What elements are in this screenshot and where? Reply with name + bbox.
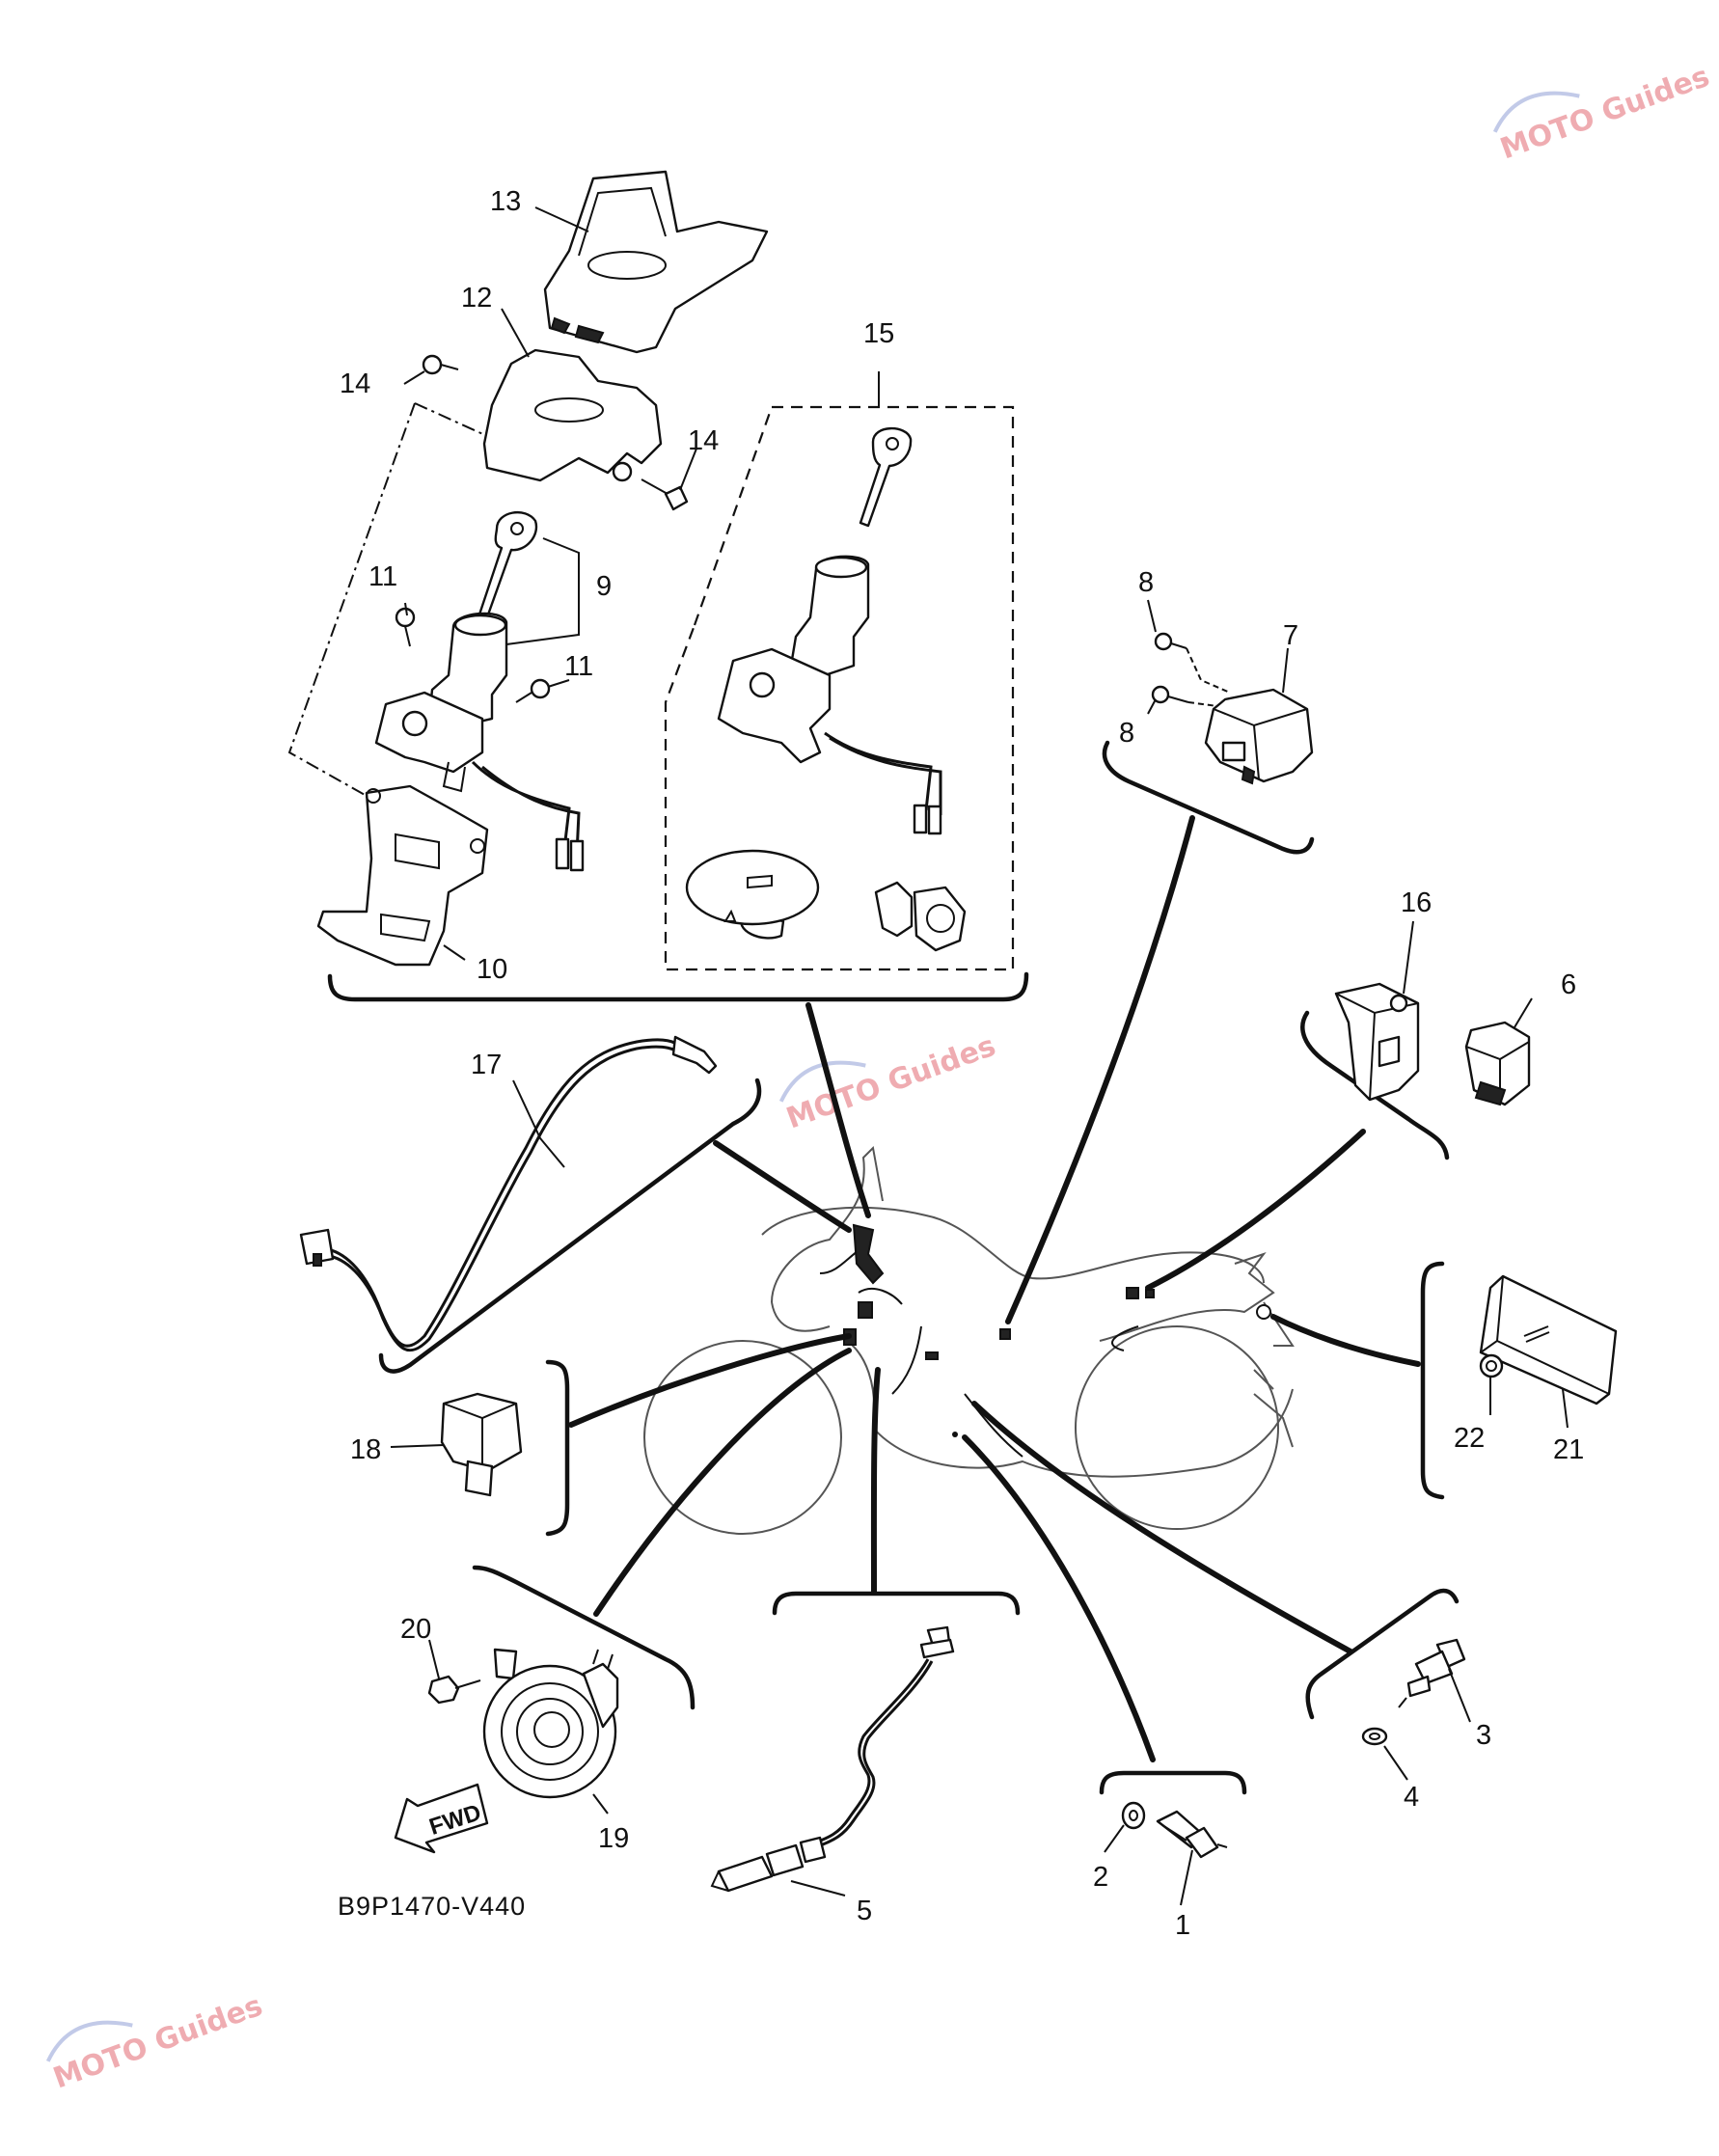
- nut-22-part: [1479, 1353, 1504, 1378]
- callout-17: 15: [863, 318, 894, 349]
- callout-2: 2: [1093, 1862, 1108, 1893]
- ignition-switch-group: [287, 170, 1029, 1002]
- callout-8-bottom: 8: [1119, 718, 1134, 749]
- callout-22: 22: [1454, 1423, 1485, 1454]
- sensor-5-part: [710, 1625, 955, 1893]
- leader-lines: [390, 206, 1569, 1906]
- diagram-reference-code: B9P1470-V440: [338, 1892, 526, 1921]
- callout-11-right: 11: [564, 651, 593, 682]
- callout-19: 19: [598, 1823, 629, 1854]
- callouts: 13 12 14 14 9 11 11 10 15 8 7 8 16 6 17 …: [340, 186, 1584, 1941]
- callout-1: 1: [1175, 1910, 1190, 1941]
- callout-16: 18: [350, 1434, 381, 1465]
- callout-9: 9: [596, 571, 612, 602]
- connection-lines: [568, 815, 1421, 1762]
- horn-19-part: [482, 1648, 619, 1799]
- sensor-cable-group: [299, 1035, 762, 1374]
- switch-cover-part: [482, 348, 663, 482]
- group-bracket: [1102, 740, 1315, 855]
- sensor-3-part: [1398, 1638, 1466, 1708]
- group-bracket: [378, 1078, 762, 1374]
- group-bracket: [327, 971, 1029, 1002]
- group-bracket: [1300, 1010, 1450, 1160]
- main-switch-cover-part: [543, 170, 769, 354]
- screw-11-left: [395, 607, 416, 647]
- relay-7-part: [1204, 688, 1314, 785]
- callout-21: 21: [1553, 1434, 1584, 1465]
- screw-8-bottom: [1151, 685, 1218, 707]
- screw-8-top: [1154, 632, 1231, 694]
- group-bracket: [772, 1591, 1021, 1616]
- relay-6-part: [1464, 1021, 1531, 1106]
- callout-12: 12: [461, 283, 492, 314]
- lock-set-box: [664, 405, 1015, 971]
- turn-relay-group: [1300, 982, 1531, 1160]
- seat-lock-part: [874, 881, 967, 952]
- fuel-cap-part: [685, 849, 820, 940]
- group-bracket: [1305, 1588, 1460, 1720]
- o2-sensor-group: [710, 1591, 1021, 1893]
- screw-14-right: [641, 478, 689, 511]
- reflector-21-part: [1479, 1274, 1618, 1405]
- washer-4-part: [1361, 1727, 1388, 1746]
- switch-1-part: [1156, 1810, 1228, 1859]
- callout-11-left: 11: [368, 561, 397, 592]
- callout-13: 13: [490, 186, 521, 217]
- watermark-top-right: MOTO Guides: [1492, 60, 1714, 167]
- watermark-text: MOTO Guides: [1496, 60, 1714, 167]
- callout-7: 7: [1283, 620, 1298, 651]
- relay-group: [1102, 632, 1315, 855]
- group-bracket: [472, 1565, 696, 1710]
- group-bracket: [1099, 1770, 1247, 1795]
- sensor-lead-15-part: [299, 1035, 718, 1352]
- handlebar-bracket-part: [316, 784, 489, 967]
- callout-20: 20: [400, 1614, 431, 1645]
- group-bracket: [545, 1359, 570, 1537]
- callout-18: 16: [1401, 887, 1432, 918]
- screw-14-left: [422, 354, 459, 375]
- callout-8-top: 8: [1138, 567, 1154, 598]
- ignition-cylinder-part: [374, 612, 585, 872]
- callout-14-right: 14: [688, 425, 719, 456]
- watermark-text: MOTO Guides: [782, 1029, 1000, 1136]
- watermark-text: MOTO Guides: [49, 1989, 267, 2096]
- bolt-20-part: [427, 1675, 481, 1705]
- reflector-group: [1420, 1261, 1618, 1500]
- callout-4: 4: [1404, 1782, 1419, 1813]
- callout-3: 3: [1476, 1720, 1491, 1751]
- starter-relay-group: [440, 1359, 570, 1537]
- screw-11-right: [515, 678, 551, 703]
- group-bracket: [1420, 1261, 1445, 1500]
- starter-relay-16-part: [440, 1392, 523, 1497]
- watermark-bottom-left: MOTO Guides: [45, 1989, 267, 2096]
- horn-group: [427, 1565, 696, 1799]
- watermark-center: MOTO Guides: [778, 1029, 1000, 1136]
- gasket-2-part: [1121, 1801, 1146, 1830]
- callout-5: 5: [857, 1896, 872, 1926]
- callout-14-left: 14: [340, 368, 370, 399]
- key-17-part: [859, 426, 913, 528]
- neutral-switch-group: [1099, 1770, 1247, 1859]
- fwd-arrow: FWD: [394, 1783, 489, 1854]
- temp-sensor-group: [1305, 1588, 1466, 1746]
- callout-6: 6: [1561, 969, 1576, 1000]
- flasher-relay-18-part: [1334, 982, 1420, 1102]
- lock-cylinder-17-part: [717, 555, 942, 835]
- key-9-part: [478, 511, 538, 619]
- motorcycle-outline: [643, 1145, 1295, 1535]
- callout-10: 10: [477, 954, 507, 985]
- callout-15: 17: [471, 1050, 502, 1080]
